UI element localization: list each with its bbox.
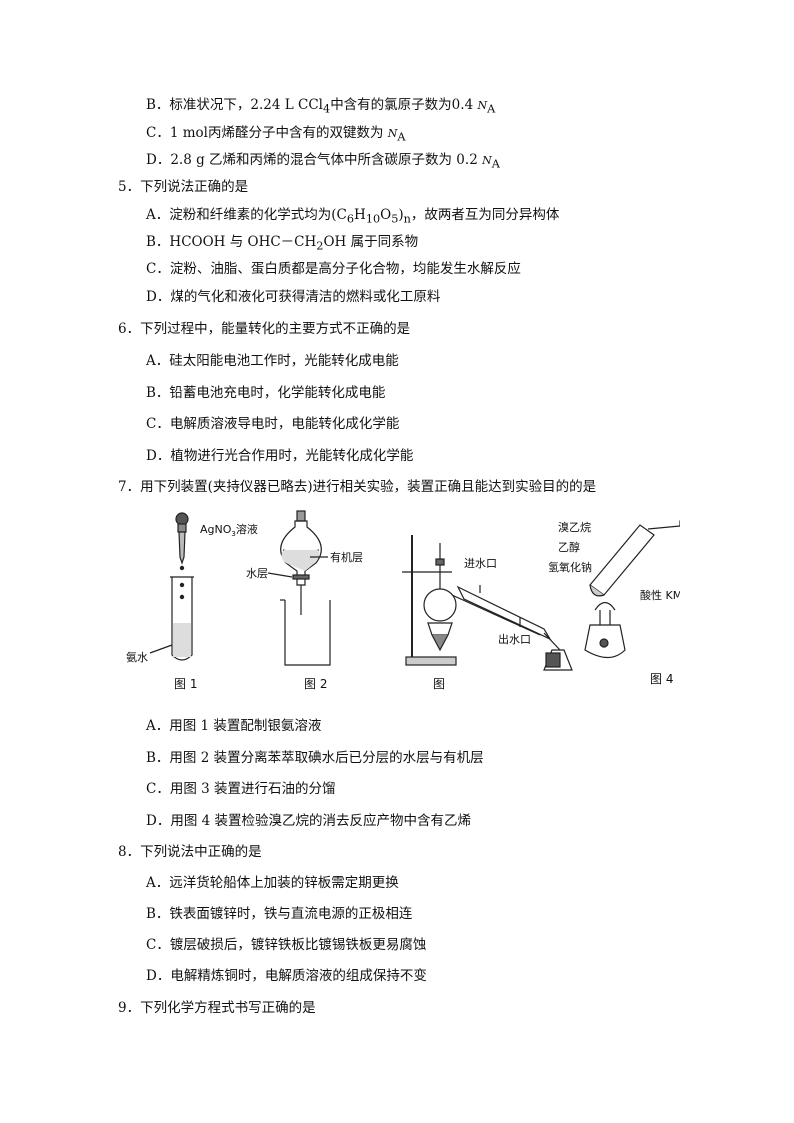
water-inlet-label: 进水口 — [464, 557, 497, 570]
q7-option-a: A．用图 1 装置配制银氨溶液 — [146, 718, 322, 734]
q8-option-b: B．铁表面镀锌时，铁与直流电源的正极相连 — [146, 906, 413, 922]
ethanol-label: 乙醇 — [558, 540, 580, 554]
bromoethane-label: 溴乙烷 — [558, 520, 591, 534]
fig1-dropper-test-tube — [149, 512, 194, 661]
q8-option-a: A．远洋货轮船体上加装的锌板需定期更换 — [146, 875, 399, 891]
q6-option-c: C．电解质溶液导电时，电能转化成化学能 — [146, 416, 400, 432]
fig1-caption: 图 1 — [174, 677, 197, 691]
q4-option-d: D．2.8 g 乙烯和丙烯的混合气体中所含碳原子数为 0.2 NA — [146, 152, 500, 171]
q7-option-c: C．用图 3 装置进行石油的分馏 — [146, 781, 336, 797]
water-outlet-label: 出水口 — [498, 632, 531, 646]
apparatus-figure: AgNO3溶液 氨水 图 1 有机层 水层 图 2 进水口 出水口 图 溴乙烷 … — [126, 510, 680, 691]
kmno4-label: 酸性 KMnO4 — [640, 588, 680, 604]
fig4-caption: 图 4 — [650, 672, 673, 686]
fig2-caption: 图 2 — [304, 677, 327, 691]
q8-stem: 8．下列说法中正确的是 — [118, 844, 262, 860]
q9-stem: 9．下列化学方程式书写正确的是 — [118, 1000, 316, 1016]
q6-stem: 6．下列过程中，能量转化的主要方式不正确的是 — [118, 321, 411, 337]
q6-option-d: D．植物进行光合作用时，光能转化成化学能 — [146, 448, 414, 464]
q5-option-a: A．淀粉和纤维素的化学式均为(C6H10O5)n，故两者互为同分异构体 — [146, 207, 560, 226]
q5-option-b: B．HCOOH 与 OHC－CH2OH 属于同系物 — [146, 234, 419, 253]
q8-option-d: D．电解精炼铜时，电解质溶液的组成保持不变 — [146, 968, 427, 984]
q4-option-c: C．1 mol丙烯醛分子中含有的双键数为 NA — [146, 125, 406, 144]
organic-layer-label: 有机层 — [330, 550, 363, 564]
fig3-distillation-apparatus — [402, 535, 573, 671]
q7-option-d: D．用图 4 装置检验溴乙烷的消去反应产物中含有乙烯 — [146, 813, 471, 829]
fig4-elimination-apparatus — [584, 520, 680, 659]
water-layer-label: 水层 — [246, 567, 268, 580]
q5-stem: 5．下列说法正确的是 — [118, 179, 249, 195]
ammonia-label: 氨水 — [126, 651, 148, 664]
naoh-label: 氢氧化钠 — [548, 560, 592, 574]
q5-option-c: C．淀粉、油脂、蛋白质都是高分子化合物，均能发生水解反应 — [146, 261, 521, 277]
fig2-separatory-funnel — [267, 510, 331, 666]
q7-option-b: B．用图 2 装置分离苯萃取碘水后已分层的水层与有机层 — [146, 750, 484, 766]
q4-option-b: B．标准状况下，2.24 L CCl4中含有的氯原子数为0.4 NA — [146, 97, 496, 116]
q7-stem: 7．用下列装置(夹持仪器已略去)进行相关实验，装置正确且能达到实验目的的是 — [118, 479, 597, 495]
q6-option-b: B．铅蓄电池充电时，化学能转化成电能 — [146, 385, 386, 401]
agno3-label: AgNO3溶液 — [200, 522, 258, 538]
q5-option-d: D．煤的气化和液化可获得清洁的燃料或化工原料 — [146, 289, 441, 305]
fig3-caption: 图 — [433, 677, 445, 691]
q8-option-c: C．镀层破损后，镀锌铁板比镀锡铁板更易腐蚀 — [146, 937, 427, 953]
q6-option-a: A．硅太阳能电池工作时，光能转化成电能 — [146, 353, 399, 369]
